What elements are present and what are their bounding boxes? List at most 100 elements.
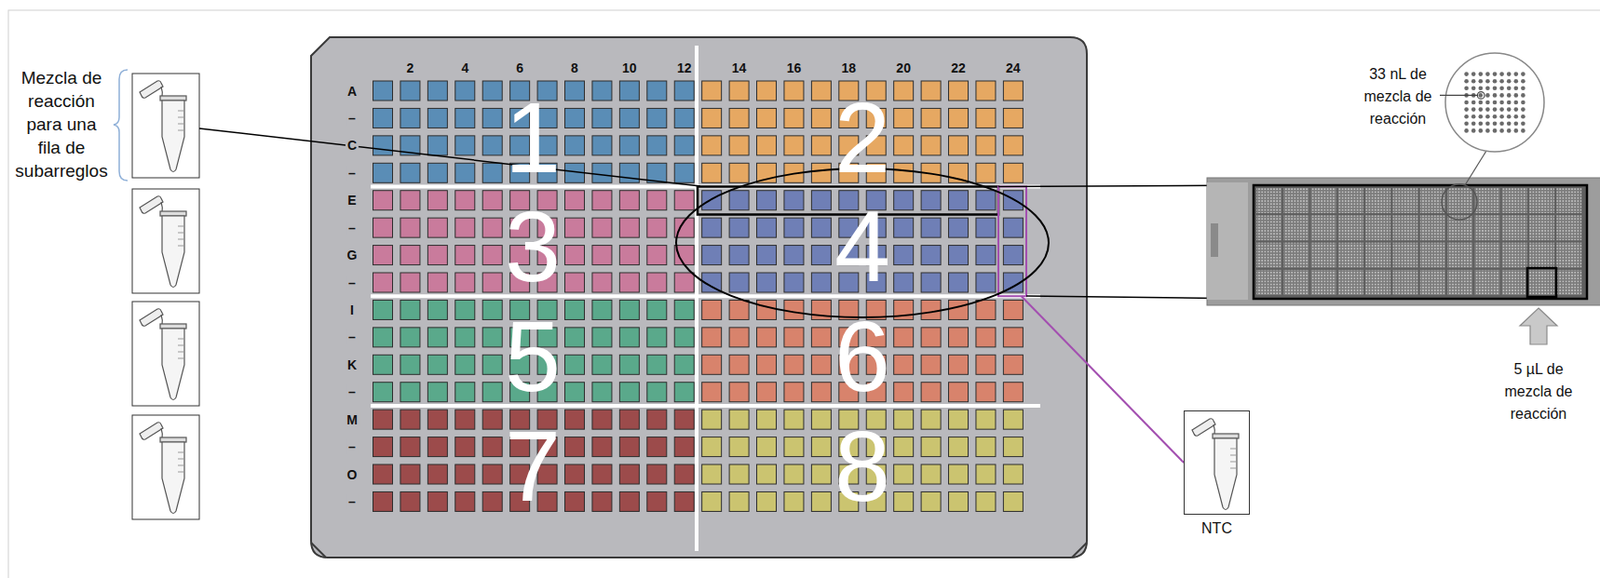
well	[811, 135, 831, 156]
leader-line	[199, 128, 701, 187]
subarray	[1338, 270, 1364, 296]
well	[976, 409, 996, 430]
well	[647, 108, 667, 128]
column-number: 18	[841, 60, 857, 76]
well	[592, 162, 612, 183]
subarray	[1529, 188, 1555, 214]
well	[949, 81, 969, 101]
well	[373, 217, 394, 238]
well	[784, 135, 804, 156]
through-hole	[1499, 100, 1505, 106]
through-hole	[1499, 86, 1505, 92]
well	[784, 190, 804, 211]
well	[565, 245, 585, 266]
subarray	[1474, 215, 1500, 241]
tube-mark	[177, 352, 184, 353]
well	[482, 81, 502, 101]
well	[1003, 382, 1023, 403]
plate-section: 8	[698, 406, 1027, 516]
well	[565, 382, 585, 403]
well	[702, 382, 722, 403]
through-hole	[1514, 71, 1519, 77]
well	[592, 464, 612, 485]
subarray	[1556, 215, 1582, 241]
well	[729, 245, 749, 266]
through-hole	[1514, 107, 1519, 112]
tube-body	[162, 328, 185, 401]
tube-icon	[139, 196, 187, 288]
section-divider	[370, 294, 1041, 299]
plate-corner	[311, 542, 326, 558]
zoom-ellipse	[676, 168, 1049, 318]
well	[976, 354, 996, 375]
through-hole	[1514, 128, 1519, 134]
well	[811, 437, 831, 458]
well	[400, 162, 421, 183]
well	[674, 190, 694, 211]
through-hole	[1471, 107, 1477, 112]
well	[482, 135, 502, 156]
through-hole	[1485, 71, 1491, 77]
well	[921, 81, 941, 101]
tube-lid	[139, 81, 163, 99]
reaction-mix-label: Mezcla de reacción para una fila de suba…	[14, 66, 108, 183]
well	[427, 409, 448, 430]
subarray	[1556, 243, 1582, 269]
well	[674, 135, 694, 156]
section-number: 6	[834, 306, 891, 407]
zoom-leader	[1464, 150, 1487, 186]
tube-lid	[1192, 419, 1216, 437]
subarray	[1338, 188, 1364, 214]
well	[921, 299, 941, 320]
plate-section: 5	[370, 296, 695, 407]
through-hole	[1514, 122, 1519, 127]
well	[647, 245, 667, 266]
plate-section: 7	[370, 406, 695, 516]
subarray	[1311, 270, 1337, 296]
well	[811, 245, 831, 266]
well	[811, 108, 831, 128]
well	[565, 464, 585, 485]
column-number: 22	[950, 60, 966, 76]
well	[784, 245, 804, 266]
well	[784, 354, 804, 375]
well	[482, 162, 502, 183]
well	[702, 108, 722, 128]
well	[921, 354, 941, 375]
well	[921, 382, 941, 403]
through-hole	[1471, 71, 1477, 77]
well	[455, 382, 475, 403]
well	[1003, 409, 1023, 430]
well	[784, 327, 804, 348]
section-number: 7	[504, 416, 561, 517]
well	[373, 354, 394, 375]
well	[702, 81, 722, 101]
well	[427, 299, 448, 320]
through-hole	[1471, 79, 1477, 84]
well	[647, 272, 667, 293]
through-hole	[1520, 114, 1526, 120]
well	[592, 190, 612, 211]
subarray	[1283, 243, 1309, 269]
subarray	[1311, 188, 1337, 214]
through-hole	[1492, 86, 1498, 92]
through-hole	[1478, 122, 1484, 127]
well	[565, 327, 585, 348]
tube-mark	[177, 358, 184, 360]
through-hole	[1464, 71, 1469, 77]
well	[674, 108, 694, 128]
well	[373, 245, 394, 266]
well	[373, 382, 394, 403]
well	[757, 272, 777, 293]
tube-rim	[160, 324, 187, 329]
well	[427, 245, 448, 266]
through-hole	[1506, 100, 1512, 106]
well	[976, 245, 996, 266]
row-letter: –	[346, 220, 358, 236]
well	[921, 464, 941, 485]
well	[455, 299, 475, 320]
well	[482, 464, 502, 485]
well	[455, 272, 475, 293]
well	[482, 437, 502, 458]
well	[949, 464, 969, 485]
